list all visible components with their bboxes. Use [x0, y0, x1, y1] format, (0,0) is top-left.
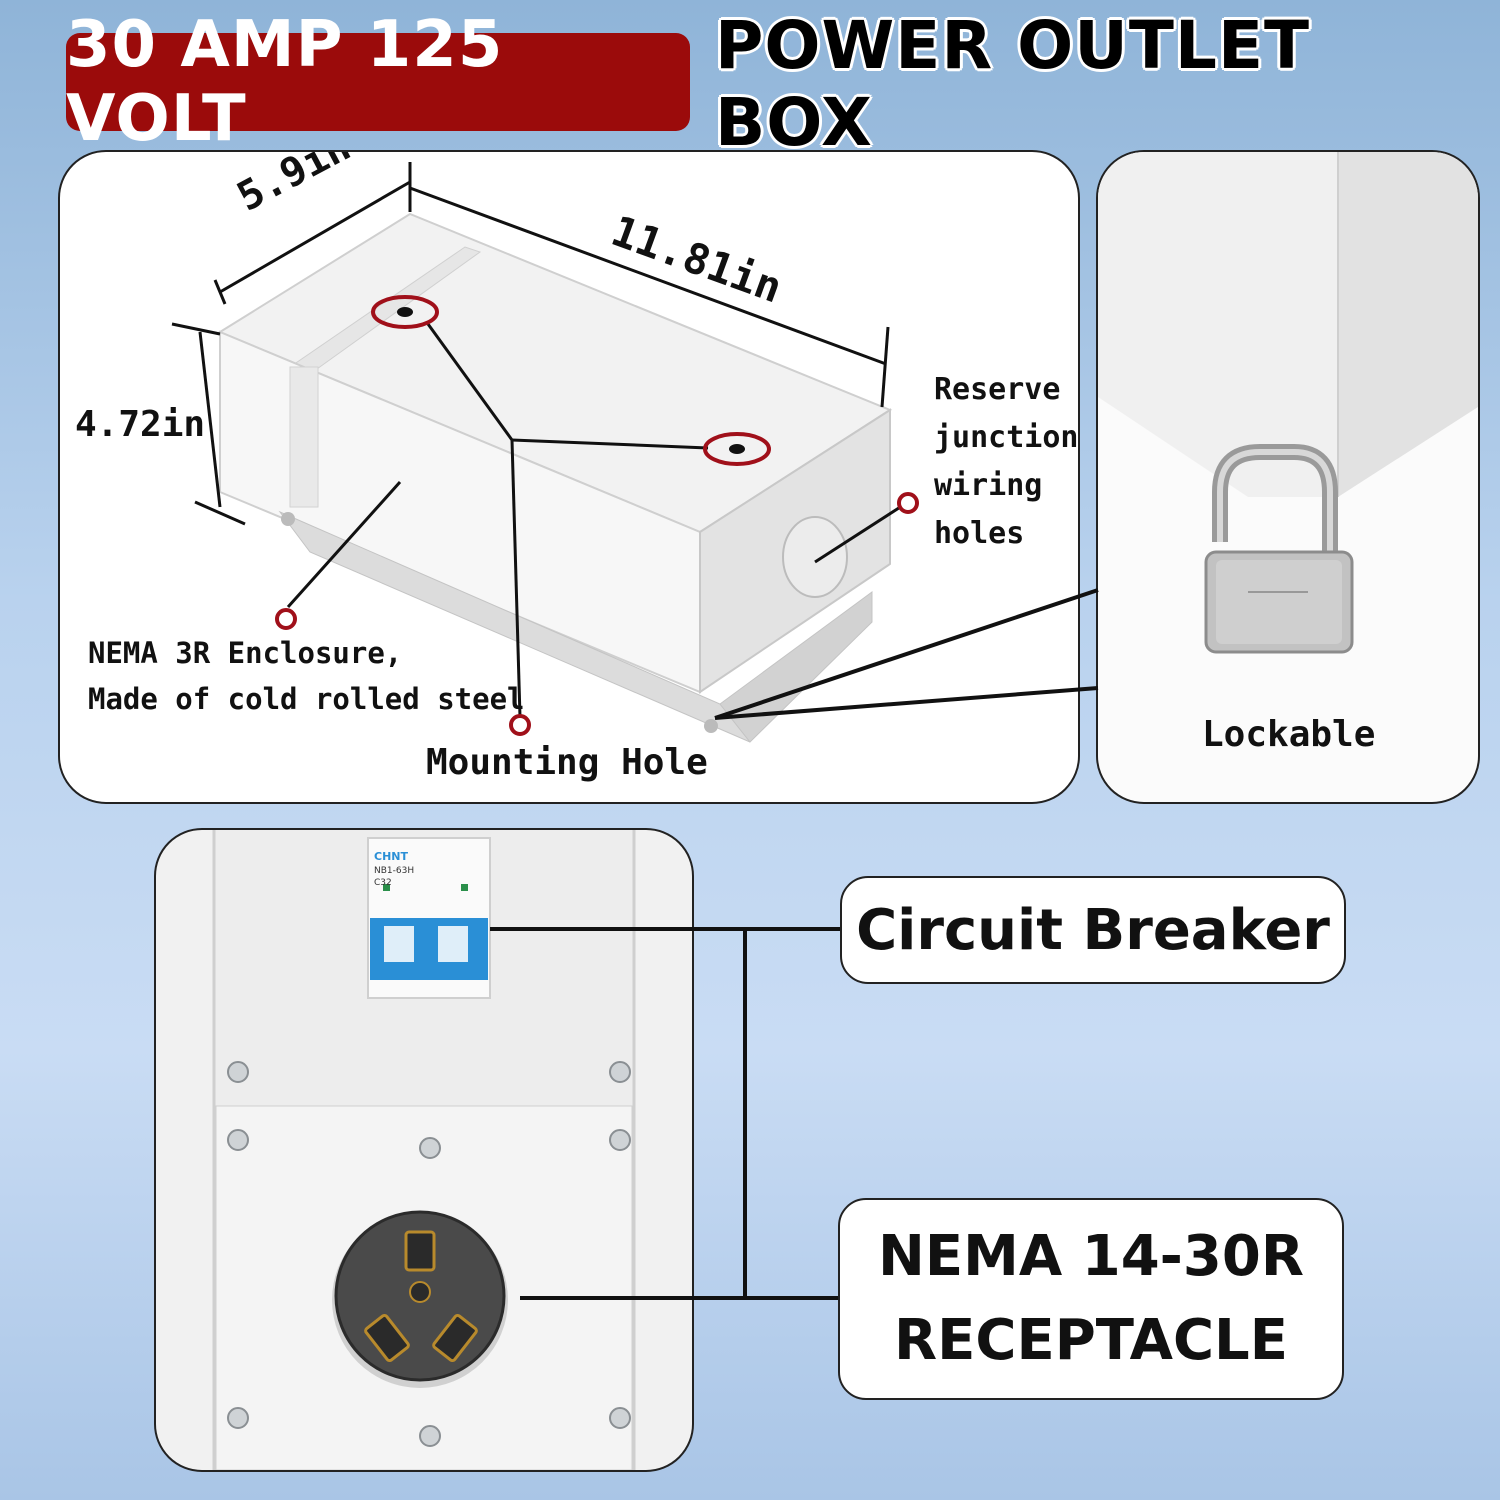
enclosure-callout-line1: NEMA 3R Enclosure, [88, 636, 403, 670]
lock-panel: Lockable [1096, 150, 1480, 804]
lockable-label: Lockable [1202, 714, 1376, 755]
reserve-holes-line1: Reserve [934, 372, 1061, 407]
mounting-hole-callout: Mounting Hole [426, 742, 708, 783]
receptacle-text-line2: RECEPTACLE [894, 1308, 1288, 1373]
height-label: 4.72in [75, 404, 206, 445]
product-title: POWER OUTLET BOX [715, 6, 1311, 161]
dimension-panel: 5.9in 11.81in 4.72in NEMA 3R Enclosure, … [58, 150, 1080, 804]
reserve-holes-line3: wiring [934, 468, 1043, 503]
padlock-illustration [1098, 152, 1478, 654]
breaker-model: NB1-63H [374, 866, 415, 876]
receptacle-text-line1: NEMA 14-30R [878, 1224, 1304, 1289]
reserve-holes-line2: junction [934, 420, 1079, 455]
receptacle-label: NEMA 14-30R RECEPTACLE [838, 1198, 1344, 1400]
reserve-holes-line4: holes [934, 516, 1025, 551]
front-panel-illustration [212, 830, 636, 1470]
circuit-breaker-label: Circuit Breaker [840, 876, 1346, 984]
enclosure-callout-line2: Made of cold rolled steel [88, 682, 525, 716]
circuit-breaker-text: Circuit Breaker [856, 897, 1330, 963]
breaker-rating: C32 [374, 878, 392, 888]
rating-badge: 30 AMP 125 VOLT [66, 8, 690, 156]
breaker-brand: CHNT [374, 850, 408, 863]
front-panel: CHNT NB1-63H C32 [154, 828, 694, 1472]
